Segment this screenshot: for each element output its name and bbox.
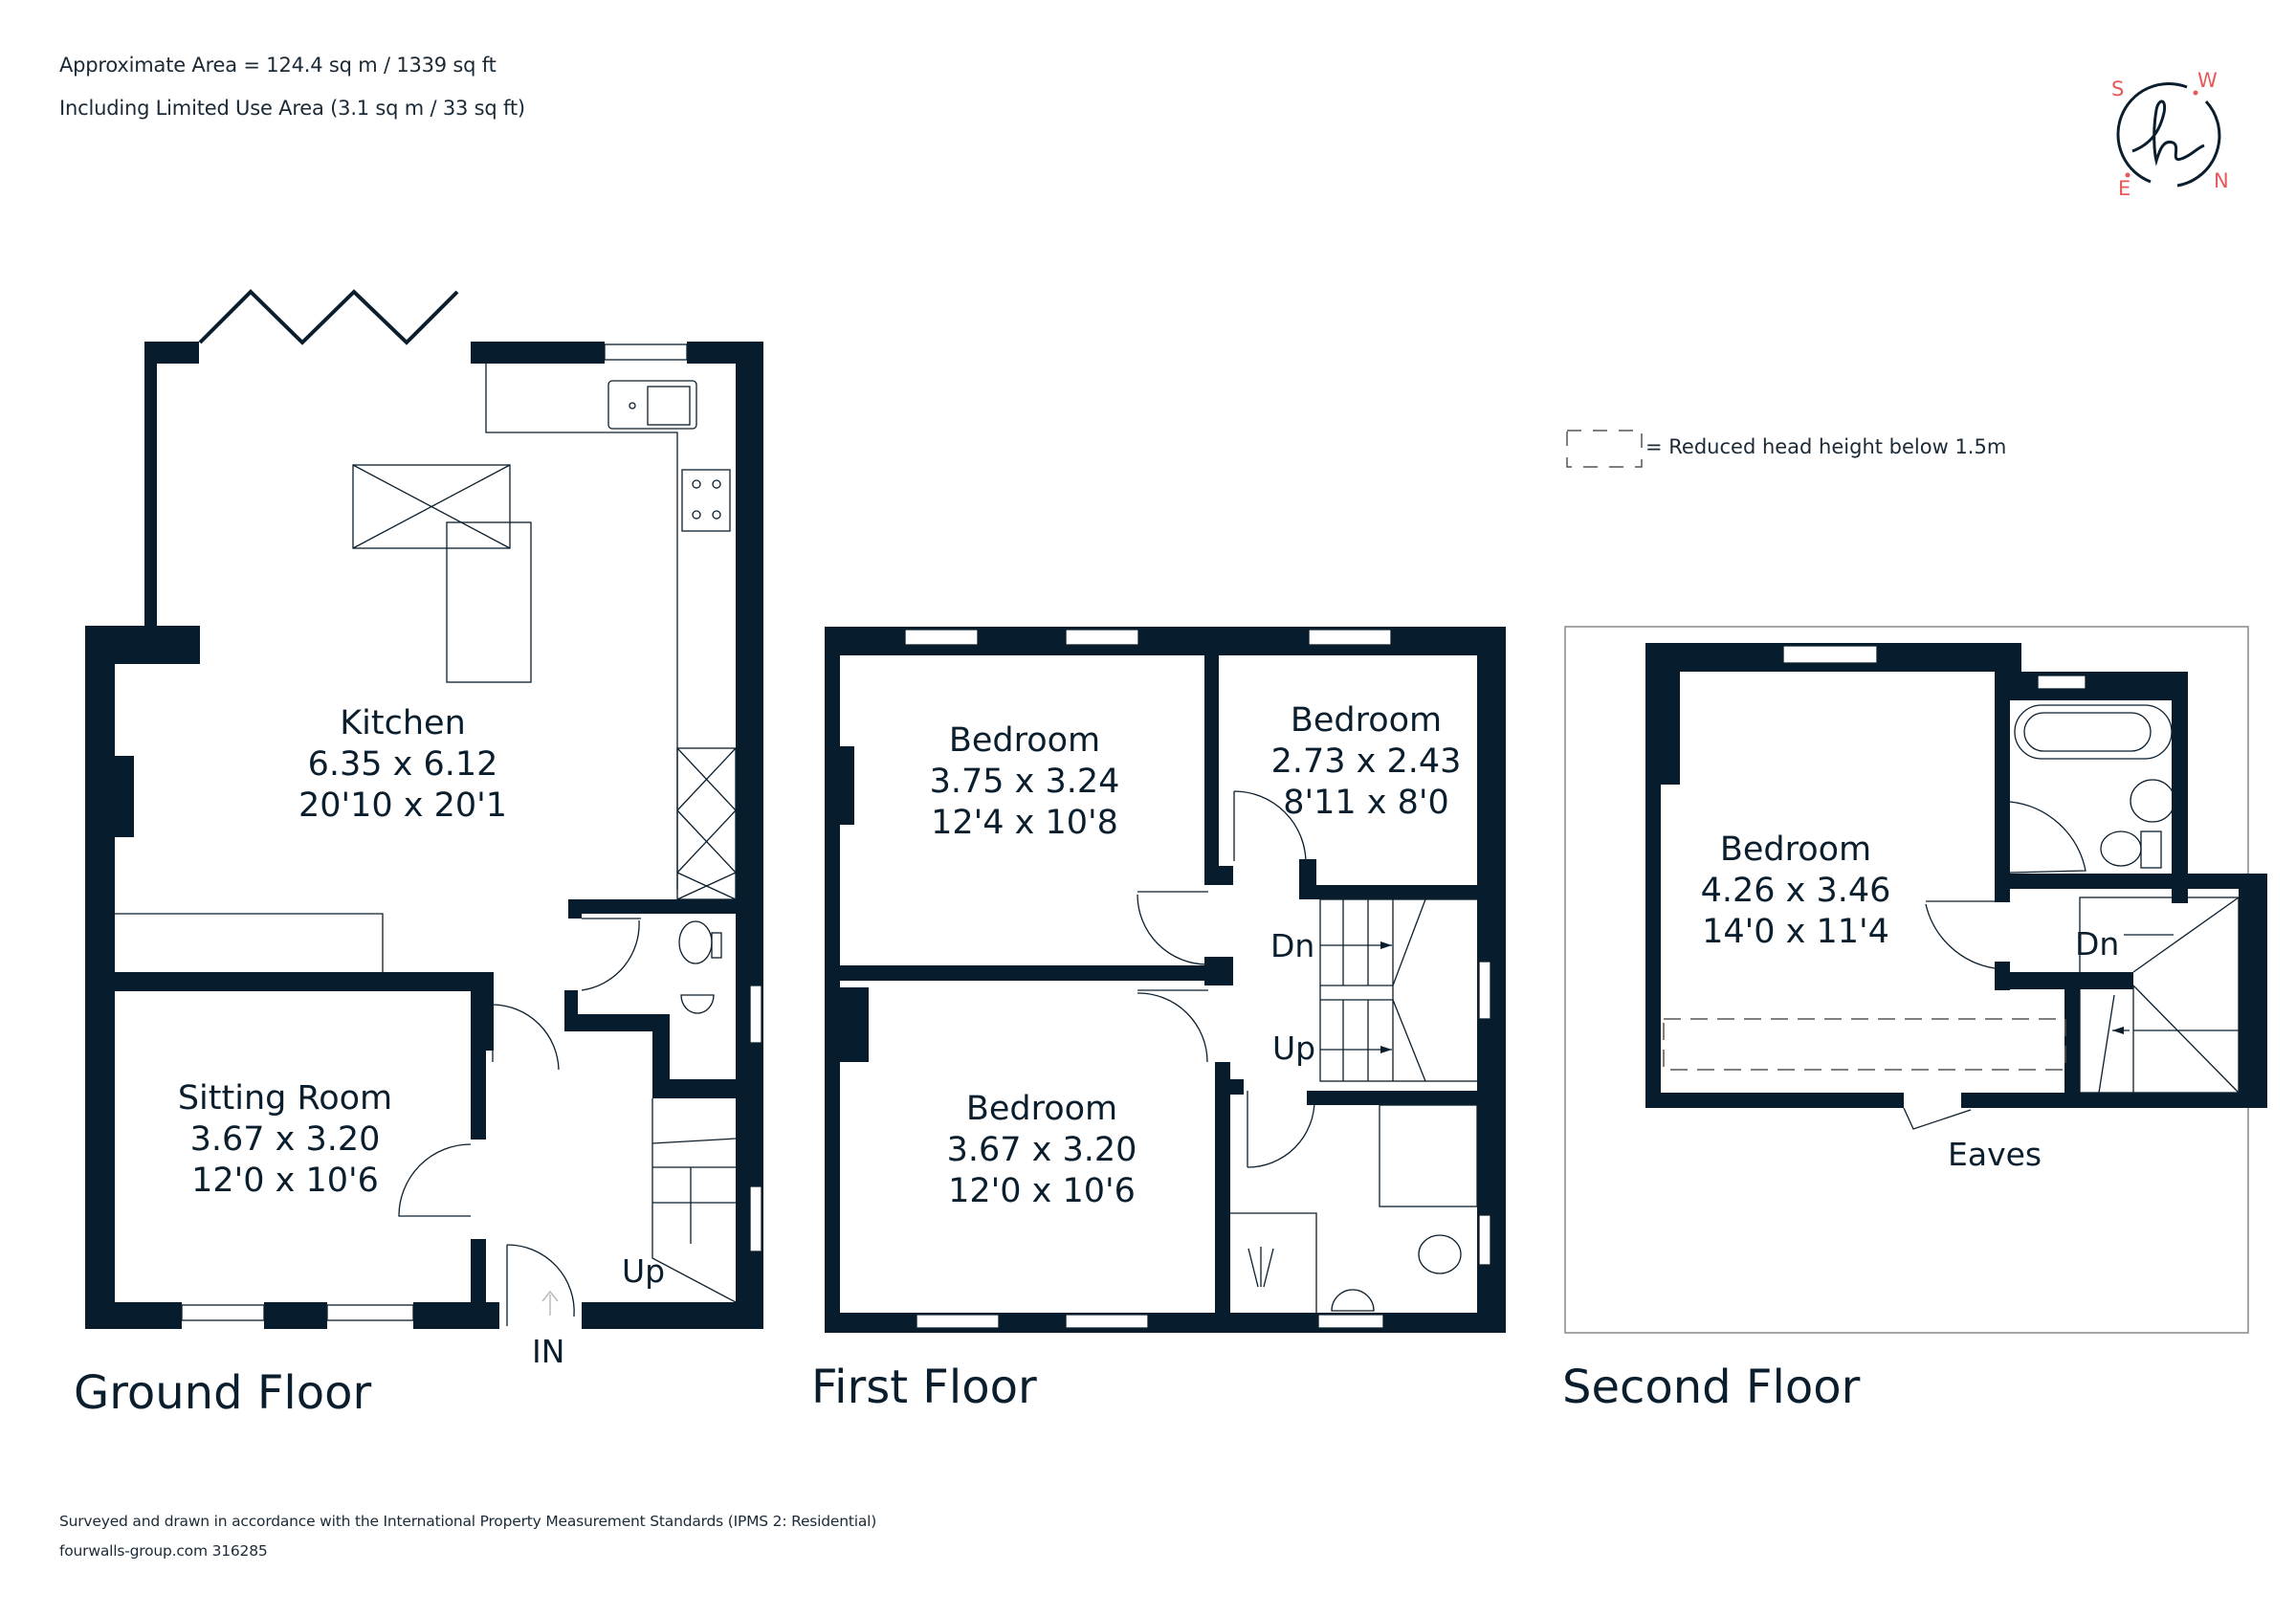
bedroom2-imperial: 8'11 x 8'0	[1283, 784, 1449, 822]
bath-icon	[2014, 704, 2173, 760]
window-icon	[749, 1185, 762, 1252]
compass-ring-left	[2116, 82, 2188, 184]
bedroom1-name: Bedroom	[949, 721, 1100, 760]
compass-ring-right	[2176, 100, 2221, 188]
bedroom3-name: Bedroom	[966, 1090, 1117, 1128]
toilet-icon	[1418, 1234, 1462, 1274]
tall-units-icon	[676, 747, 737, 900]
door-swing-icon	[1137, 891, 1208, 965]
sink-icon	[607, 380, 697, 430]
dashed-box-icon	[1566, 430, 1643, 468]
window-icon	[749, 985, 762, 1044]
logo-h-glyph-icon	[2131, 100, 2205, 166]
first-floor-plan: Bedroom 3.75 x 3.24 12'4 x 10'8 Bedroom …	[811, 627, 1506, 1414]
kitchen-island-icon	[446, 521, 532, 683]
second-floor-title: Second Floor	[1562, 1361, 1861, 1414]
bedroom1-metric: 3.75 x 3.24	[930, 763, 1120, 801]
window-icon	[1478, 961, 1491, 1020]
bedroom3-metric: 3.67 x 3.20	[947, 1131, 1137, 1169]
window-icon	[181, 1304, 265, 1321]
bedroom3-imperial: 12'0 x 10'6	[948, 1172, 1136, 1210]
compass-logo: S W E N	[2111, 69, 2229, 200]
kitchen-metric: 6.35 x 6.12	[308, 745, 498, 784]
basin-icon	[680, 994, 715, 1014]
shower-icon	[1379, 1104, 1478, 1207]
compass-e-label: E	[2118, 177, 2130, 200]
ground-floor-plan: Kitchen 6.35 x 6.12 20'10 x 20'1 Sitting…	[74, 289, 763, 1420]
door-swing-icon	[581, 918, 641, 991]
window-icon	[904, 629, 979, 646]
window-icon	[1782, 645, 1878, 664]
window-icon	[1065, 629, 1139, 646]
sitting-room-metric: 3.67 x 3.20	[190, 1120, 381, 1159]
approximate-area-text: Approximate Area = 124.4 sq m / 1339 sq …	[59, 54, 497, 77]
bedroom2-name: Bedroom	[1291, 701, 1442, 740]
stairs-down-label: Dn	[1270, 927, 1314, 964]
limited-use-area-text: Including Limited Use Area (3.1 sq m / 3…	[59, 97, 525, 120]
sitting-room-imperial: 12'0 x 10'6	[191, 1162, 379, 1200]
stairs-down-label: Dn	[2075, 925, 2119, 963]
door-swing-icon	[1137, 989, 1208, 1063]
basin-icon	[1331, 1289, 1375, 1312]
eaves-door-icon	[1903, 1107, 1972, 1130]
compass-w-label: W	[2197, 69, 2218, 92]
window-icon	[604, 343, 688, 361]
ground-floor-title: Ground Floor	[74, 1366, 371, 1420]
entrance-label: IN	[532, 1333, 564, 1370]
door-swing-icon	[398, 1143, 472, 1217]
reference-text: fourwalls-group.com 316285	[59, 1542, 268, 1560]
compass-n-label: N	[2214, 169, 2229, 192]
staircase-icon	[1319, 898, 1479, 1082]
window-icon	[2037, 675, 2086, 690]
staircase-icon	[651, 1098, 737, 1303]
shower-head-icon	[1247, 1247, 1274, 1288]
sitting-room-name: Sitting Room	[178, 1079, 392, 1118]
first-floor-title: First Floor	[811, 1361, 1037, 1414]
standards-text: Surveyed and drawn in accordance with th…	[59, 1513, 877, 1530]
window-icon	[916, 1314, 1000, 1329]
door-swing-icon	[1925, 900, 1996, 969]
stairs-up-label: Up	[622, 1252, 665, 1290]
window-icon	[1308, 629, 1392, 646]
bifold-door-icon	[198, 289, 459, 345]
basin-icon	[2130, 779, 2175, 823]
second-bedroom-metric: 4.26 x 3.46	[1701, 872, 1891, 910]
window-icon	[1478, 1214, 1491, 1266]
front-door-swing-icon	[506, 1244, 575, 1326]
door-swing-icon	[1233, 790, 1307, 864]
door-swing-icon	[492, 1004, 560, 1071]
compass-dot-icon	[2193, 90, 2198, 96]
legend-label: = Reduced head height below 1.5m	[1645, 435, 2006, 458]
window-icon	[326, 1304, 414, 1321]
compass-s-label: S	[2111, 77, 2124, 100]
eaves-label: Eaves	[1948, 1136, 2042, 1173]
bedroom2-metric: 2.73 x 2.43	[1271, 742, 1462, 781]
window-icon	[1065, 1314, 1149, 1329]
toilet-icon	[678, 920, 713, 964]
window-icon	[1317, 1314, 1384, 1329]
second-bedroom-name: Bedroom	[1720, 830, 1871, 869]
second-bedroom-imperial: 14'0 x 11'4	[1702, 913, 1889, 951]
staircase-icon	[2079, 897, 2240, 1094]
stairs-up-label: Up	[1272, 1029, 1315, 1067]
door-swing-icon	[2009, 801, 2086, 874]
skylight-icon	[352, 464, 511, 549]
bedroom1-imperial: 12'4 x 10'8	[931, 804, 1118, 842]
door-swing-icon	[1247, 1091, 1315, 1168]
toilet-icon	[2100, 830, 2142, 867]
hob-icon	[681, 469, 731, 532]
entrance-arrow-icon[interactable]	[541, 1290, 559, 1316]
second-floor-plan: Bedroom 4.26 x 3.46 14'0 x 11'4 Dn Eaves…	[1562, 626, 2267, 1414]
legend-reduced-head-height: = Reduced head height below 1.5m	[1566, 430, 2006, 468]
reduced-head-height-area	[1663, 1018, 2066, 1071]
compass-dot-icon	[2125, 172, 2130, 178]
kitchen-imperial: 20'10 x 20'1	[298, 786, 507, 825]
kitchen-name: Kitchen	[340, 704, 466, 742]
